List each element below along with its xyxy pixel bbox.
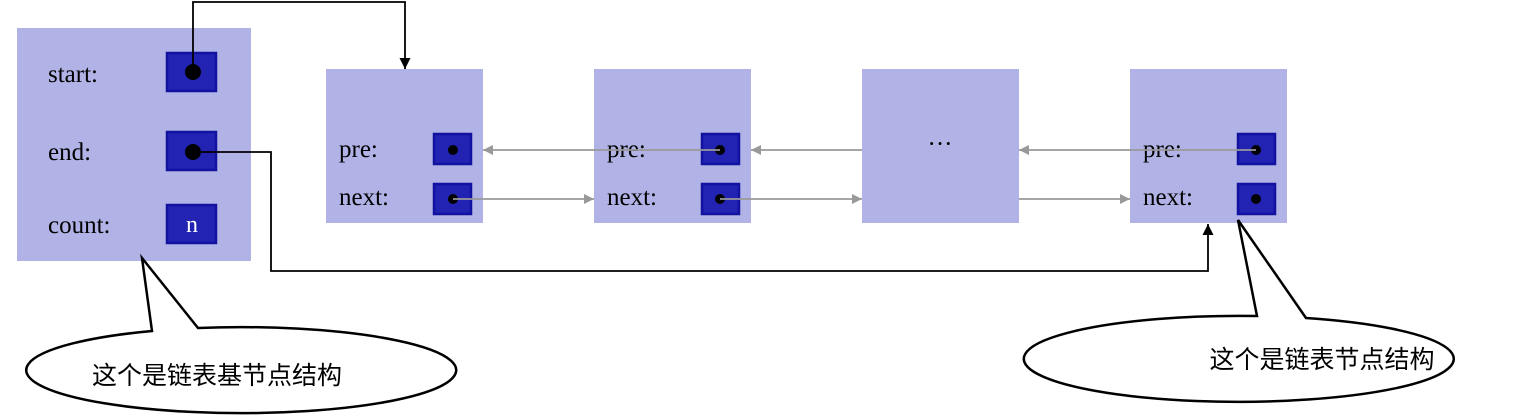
base-node-callout-bubble <box>24 253 458 415</box>
node-callout-text: 这个是链表节点结构 <box>1209 345 1434 374</box>
end-pointer-arrow <box>193 151 1214 272</box>
count-value: n <box>186 212 198 238</box>
ellipsis-text: ··· <box>928 131 953 158</box>
node-1-next-label: next: <box>339 184 389 211</box>
node-1-pre-dot <box>448 145 458 155</box>
start-label: start: <box>48 61 98 88</box>
list-node-ellipsis: ··· <box>862 69 1019 223</box>
last-node-next-dot <box>1251 194 1261 204</box>
node-1-pre-label: pre: <box>339 136 378 163</box>
end-pointer-box <box>165 130 218 172</box>
last-node-next-label: next: <box>1143 184 1193 211</box>
end-label: end: <box>48 139 91 166</box>
base-node: start: end: count: n <box>17 28 251 261</box>
node-2-next-label: next: <box>607 184 657 211</box>
base-node-callout-text: 这个是链表基节点结构 <box>92 361 342 390</box>
node-callout: 这个是链表节点结构 <box>1022 219 1456 404</box>
list-node-last: pre: next: <box>1130 69 1287 223</box>
count-value-box <box>165 203 218 245</box>
count-label: count: <box>48 212 111 239</box>
base-node-callout: 这个是链表基节点结构 <box>24 253 458 415</box>
node-callout-bubble <box>1022 219 1456 404</box>
start-pointer-arrow <box>192 1 411 72</box>
ellipsis-node-box <box>862 69 1019 223</box>
